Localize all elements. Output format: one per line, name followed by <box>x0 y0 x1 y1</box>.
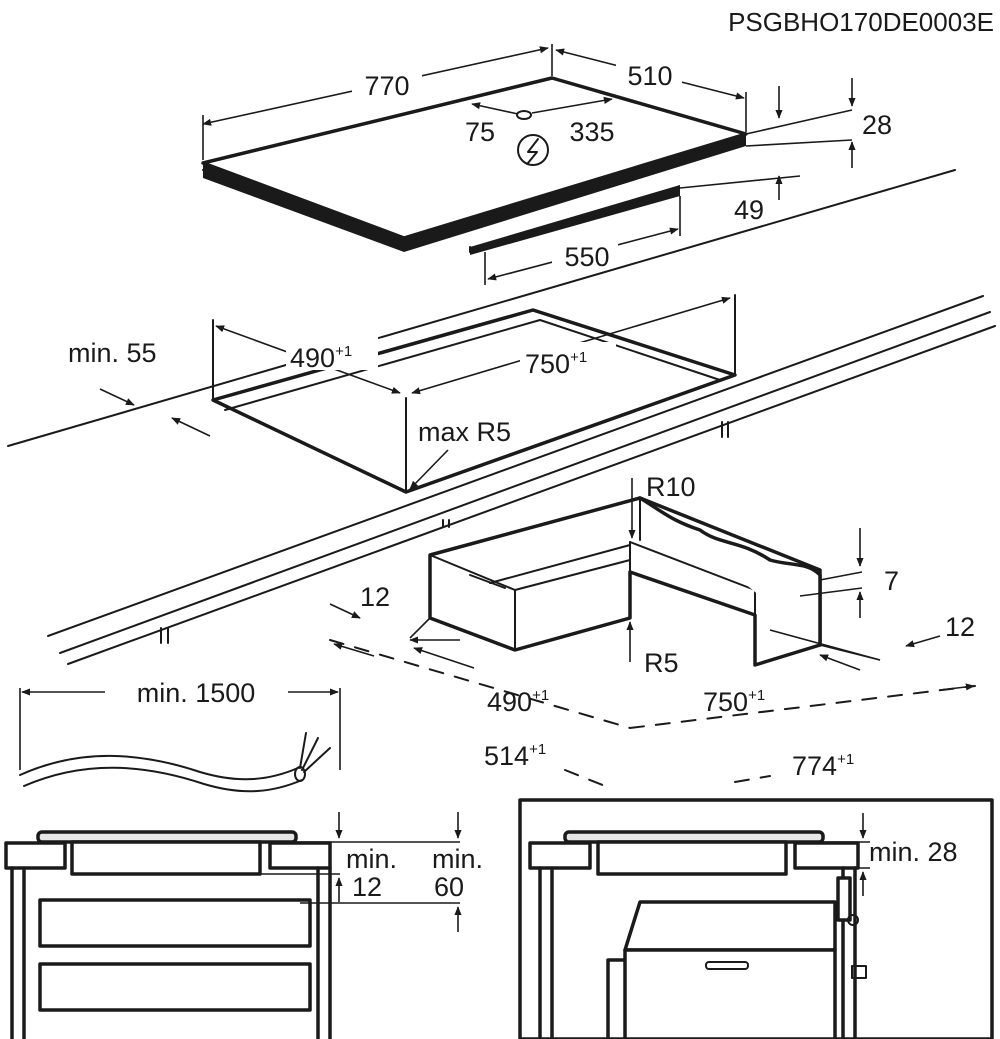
document-code: PSGBHO170DE0003E <box>728 7 994 37</box>
dim-335-line <box>531 96 613 114</box>
section-oven-drawing: min. 28 <box>518 798 994 1039</box>
hob-drawing: 770 510 75 335 28 49 550 <box>201 44 892 285</box>
frame-break-edge <box>638 496 822 647</box>
dim-75-line <box>471 102 519 115</box>
drawer-space-label: min. <box>432 844 483 874</box>
drawer-space-value: 60 <box>434 872 464 902</box>
frame-outer-radius-label: R10 <box>646 472 696 502</box>
hob-width-label: 770 <box>364 71 409 101</box>
hob-depth-label: 510 <box>627 61 672 91</box>
cable-right-label: 335 <box>569 117 614 147</box>
frame-corner-drawing: R10 R5 7 12 12 490+1 750+1 514+1 774+1 <box>329 472 976 787</box>
break-marks <box>160 421 729 644</box>
cutout-min-edge-label: min. 55 <box>68 338 157 368</box>
cable-entry-point <box>516 110 532 120</box>
hob-body-height-label: 49 <box>734 195 764 225</box>
frame-outer-width-label: 774+1 <box>792 751 854 781</box>
cable-left-label: 75 <box>465 117 495 147</box>
hob-glass-top <box>201 76 748 240</box>
frame-inner-width-label: 750+1 <box>703 687 765 717</box>
frame-rebate-depth-label: 7 <box>884 566 899 596</box>
cutout-radius-label: max R5 <box>418 417 511 447</box>
cutout-depth-label: 490+1 <box>290 343 352 373</box>
hob-thickness-label: 28 <box>862 110 892 140</box>
frame-outer-depth-label: 514+1 <box>484 741 546 771</box>
hob-body-width-label: 550 <box>564 242 609 272</box>
frame-rebate-right-label: 12 <box>945 612 975 642</box>
section-drawer-drawing: min. 12 min. 60 <box>4 812 483 1039</box>
cable-drawing: min. 1500 <box>19 678 341 793</box>
hob-right-edge <box>404 134 746 252</box>
frame-inner-radius-label: R5 <box>644 648 679 678</box>
cable-length-label: min. 1500 <box>137 678 256 708</box>
cable-line <box>19 754 299 781</box>
oven-handle <box>705 961 749 970</box>
frame-rebate-left-label: 12 <box>360 582 390 612</box>
cutout-width-label: 750+1 <box>525 349 587 379</box>
drawer-gap-label: min. <box>346 844 397 874</box>
electrical-symbol-icon <box>517 134 549 166</box>
drawer-front-1 <box>38 898 312 948</box>
oven-gap-label: min. 28 <box>869 837 958 867</box>
drawer-front-2 <box>38 962 312 1012</box>
drawer-gap-value: 12 <box>352 872 382 902</box>
oven-section-frame <box>518 798 994 1039</box>
worktop-drawing: min. 55 490+1 750+1 max R5 <box>7 169 996 665</box>
